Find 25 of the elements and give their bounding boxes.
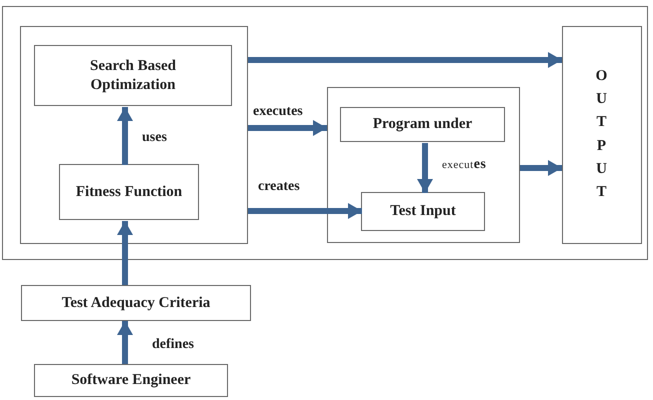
node-label: Search Based Optimization [89, 56, 177, 94]
process-box [340, 107, 505, 142]
group-frame [326, 86, 520, 242]
arrow [117, 321, 133, 364]
arrow [417, 143, 433, 193]
node-label: Program under [372, 115, 474, 134]
arrow [248, 203, 362, 219]
arrow [248, 52, 562, 68]
arrow [248, 120, 327, 136]
node-label: Test Adequacy Criteria [60, 294, 212, 312]
process-box [59, 164, 199, 220]
node-label: Software Engineer [70, 371, 192, 390]
arrow [520, 160, 562, 176]
node-label: OUTPUT [594, 66, 608, 202]
process-box [21, 285, 251, 321]
output-box [562, 26, 642, 244]
group-frame [20, 26, 248, 244]
node-label: Test Input [389, 202, 457, 221]
arrow [117, 221, 133, 285]
arrow [117, 107, 133, 165]
process-box [34, 364, 228, 397]
node-label: Fitness Function [74, 182, 184, 202]
group-frame [2, 6, 648, 260]
process-box [361, 192, 485, 231]
process-box [34, 45, 232, 106]
